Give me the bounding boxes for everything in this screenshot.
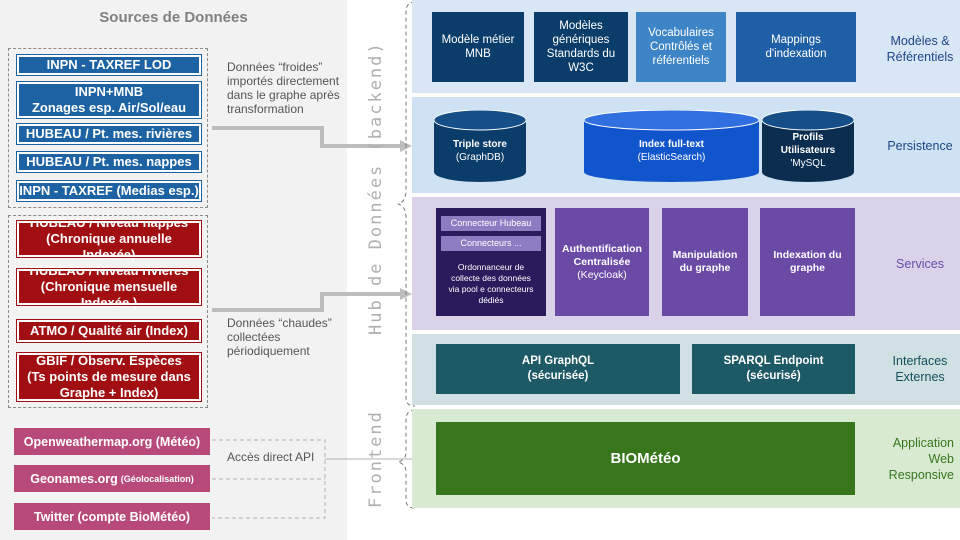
source-hubeau-rivieres: HUBEAU / Pt. mes. rivières <box>16 123 202 145</box>
store-profils-label: Profils Utilisateurs 'MySQL <box>762 131 854 170</box>
layer-app-label: Application Web Responsive <box>888 436 954 482</box>
store-profils <box>762 110 854 182</box>
card-vocabulaires: Vocabulaires Contrôlés et référentiels <box>636 12 726 82</box>
source-inpn-mnb: INPN+MNB Zonages esp. Air/Sol/eau <box>16 81 202 119</box>
source-inpn-taxref-medias: INPN - TAXREF (Medias esp.) <box>16 180 202 202</box>
store-triple-sub: (GraphDB) <box>455 152 505 163</box>
source-inpn-taxref-lod: INPN - TAXREF LOD <box>16 54 202 76</box>
hot-sources-group <box>8 215 208 408</box>
store-triple <box>434 110 526 182</box>
layer-persistence-label: Persistence <box>887 139 953 153</box>
note-hot-data: Données “chaudes” collectées périodiquem… <box>227 316 332 358</box>
source-geonames-small: (Géolocalisation) <box>120 473 194 484</box>
source-gbif: GBIF / Observ. Espèces (Ts points de mes… <box>16 352 202 402</box>
layer-interfaces-label: Interfaces Externes <box>892 354 948 384</box>
card-manipulation: Manipulation du graphe <box>662 208 748 316</box>
card-modeles-generiques: Modèles génériques Standards du W3C <box>534 12 628 82</box>
sources-title: Sources de Données <box>99 9 248 26</box>
store-index-label: Index full-text (ElasticSearch) <box>584 138 759 164</box>
store-profils-sub: 'MySQL <box>790 158 826 169</box>
source-openweathermap-label: Openweathermap.org (Météo) <box>23 434 201 449</box>
source-hubeau-niveau-nappes: HUBEAU / Niveau nappes (Chronique annuel… <box>16 215 202 262</box>
connector-others: Connecteurs ... <box>441 236 541 251</box>
layer-services-label: Services <box>896 257 944 271</box>
source-geonames-label: Geonames.org <box>30 471 118 486</box>
app-biometeo: BIOMétéo <box>436 422 855 495</box>
source-twitter: Twitter (compte BioMétéo) <box>14 503 210 530</box>
store-index-sub: (ElasticSearch) <box>637 152 706 163</box>
source-twitter-label: Twitter (compte BioMétéo) <box>33 509 191 524</box>
store-triple-name: Triple store <box>453 139 507 150</box>
source-atmo: ATMO / Qualité air (Index) <box>16 319 202 343</box>
cold-arrow-head <box>400 140 412 152</box>
store-profils-name: Profils Utilisateurs <box>780 132 836 156</box>
connector-hubeau: Connecteur Hubeau <box>441 216 541 231</box>
layer-models-label: Modèles & Référentiels <box>886 34 954 64</box>
source-hubeau-nappes: HUBEAU / Pt. mes. nappes <box>16 151 202 173</box>
source-openweathermap: Openweathermap.org (Météo) <box>14 428 210 455</box>
hot-arrow-head <box>400 288 412 300</box>
source-geonames: Geonames.org (Géolocalisation) <box>14 465 210 492</box>
note-api-access: Accès direct API <box>227 450 315 464</box>
card-api-graphql: API GraphQL (sécurisée) <box>436 344 680 394</box>
note-cold-data: Données “froides” importés directement d… <box>227 60 340 116</box>
card-sparql-endpoint: SPARQL Endpoint (sécurisé) <box>692 344 855 394</box>
hub-vertical-label: Hub de Données (backend) <box>366 41 386 335</box>
source-hubeau-niveau-rivieres: HUBEAU / Niveau rivières (Chronique mens… <box>16 263 202 310</box>
card-authentification-label: Authentification Centralisée <box>562 242 642 268</box>
frontend-vertical-label: Frontend <box>366 410 386 508</box>
card-modele-metier: Modèle métier MNB <box>432 12 524 82</box>
scheduler-label: Ordonnanceur de collecte des données via… <box>448 262 534 305</box>
card-indexation: Indexation du graphe <box>760 208 855 316</box>
store-index <box>584 110 759 182</box>
store-index-name: Index full-text <box>638 139 704 150</box>
card-authentification: Authentification Centralisée (Keycloak) <box>555 208 649 316</box>
cold-sources-group <box>8 48 208 208</box>
store-triple-label: Triple store (GraphDB) <box>434 138 526 164</box>
card-authentification-sub: (Keycloak) <box>577 268 627 281</box>
card-mappings: Mappings d'indexation <box>736 12 856 82</box>
